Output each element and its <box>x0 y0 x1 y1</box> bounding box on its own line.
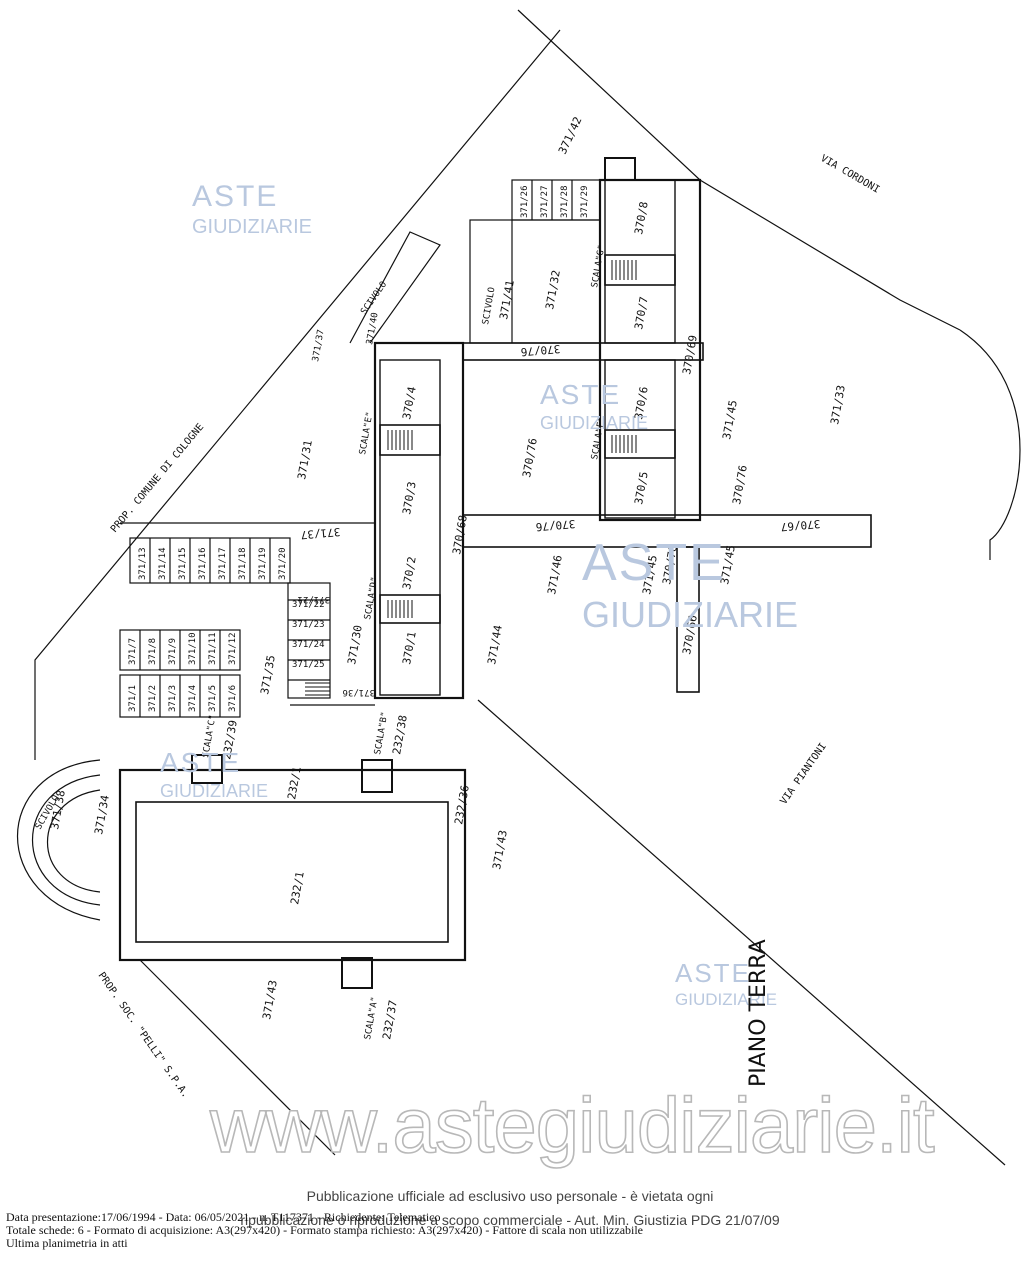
boundary-east <box>517 9 961 331</box>
building-370-1-4 <box>373 341 465 700</box>
parcel-label: 371/36 <box>342 687 375 697</box>
parcel-label: 370/2 <box>400 556 419 591</box>
parcel-label: 232/1 <box>288 871 307 906</box>
boundary-north <box>34 29 561 760</box>
parcel-label: 371/15 <box>178 547 188 580</box>
parcel-label: 371/35 <box>258 654 278 695</box>
parcel-label: 370/68 <box>450 514 470 555</box>
parcel-label: 371/17 <box>218 547 228 580</box>
parcel-label: 370/3 <box>400 481 419 516</box>
parcel-label: 371/23 <box>292 620 325 630</box>
parcel-label: 371/12 <box>228 632 238 665</box>
cadastral-footer: Data presentazione:17/06/1994 - Data: 06… <box>6 1211 643 1250</box>
parcel-label: 371/8 <box>148 638 158 665</box>
parcel-label: 371/27 <box>540 185 550 218</box>
parcel-label: 232/38 <box>390 714 410 755</box>
boundary-curve <box>959 329 1021 560</box>
parcel-label: 371/9 <box>168 638 178 665</box>
parcel-label: 370/7 <box>632 296 651 331</box>
watermark-site: www.astegiudiziarie.it <box>209 1080 935 1170</box>
parcel-label: 371/43 <box>260 979 280 1020</box>
parcel-label: 370/76 <box>535 517 576 533</box>
parcel-label: 371/3 <box>168 685 178 712</box>
parcel-label: 371/24 <box>292 640 325 650</box>
parcel-label: 371/37 <box>300 525 341 541</box>
footer-line-2: Totale schede: 6 - Formato di acquisizio… <box>6 1223 644 1237</box>
footer-line-1: Data presentazione:17/06/1994 - Data: 06… <box>6 1210 441 1224</box>
parcel-label: 371/1 <box>128 685 138 712</box>
parcel-label: 371/44 <box>485 624 505 666</box>
parcel-label: 371/41 <box>497 279 517 320</box>
parcel-label: 232/36 <box>452 784 472 825</box>
parcel-label: 371/29 <box>580 185 590 218</box>
parcel-label: 371/5 <box>208 685 218 712</box>
ramp-north: SCIVOLO <box>359 280 389 317</box>
curved-ramp <box>17 759 101 921</box>
parcel-label: 371/37 <box>311 329 326 363</box>
neighbour-soc-pelli: PROP. SOC. "PELLI" S.P.A. <box>96 970 191 1100</box>
parcel-label: 371/16 <box>198 547 208 580</box>
parcel-label: 371/33 <box>828 384 848 425</box>
parcel-label: 370/4 <box>400 385 419 420</box>
boundary-piantoni <box>477 699 1006 1166</box>
parcel-label: 371/6 <box>228 685 238 712</box>
parcel-label: 371/43 <box>490 829 510 870</box>
stair-e-label: SCALA"E" <box>358 411 375 455</box>
parcel-label: 371/31 <box>295 439 315 480</box>
footer-line-3: Ultima planimetria in atti <box>6 1236 128 1250</box>
parcel-label: 371/19 <box>258 547 268 580</box>
parcel-label: 371/11 <box>208 632 218 665</box>
parcel-label: 371/45 <box>720 399 740 440</box>
parcel-label: 370/76 <box>730 464 750 505</box>
stair-a-label: SCALA"A" <box>363 996 380 1040</box>
parcel-label: 371/26 <box>520 185 530 218</box>
parcel-label: 371/25 <box>292 660 325 670</box>
parcel-label: 371/46 <box>545 554 565 595</box>
parcel-label: 371/42 <box>556 115 585 157</box>
neighbour-comune: PROP. COMUNE DI COLOGNE <box>109 422 206 535</box>
road-via-cordoni: VIA CORDONI <box>819 153 882 196</box>
parcel-label: 371/10 <box>188 632 198 665</box>
parcel-label: 371/30 <box>345 624 365 665</box>
parcel-label: 232/1 <box>285 766 304 801</box>
parcel-label: 370/67 <box>780 517 821 533</box>
parcel-label: 232/37 <box>380 999 400 1040</box>
parcel-label: 371/18 <box>238 547 248 580</box>
boundary-south-west <box>139 959 336 1156</box>
road-via-piantoni: VIA PIANTONI <box>778 741 828 806</box>
publication-notice-2: ripubblicazione o riproduzione a scopo c… <box>240 1212 780 1228</box>
parcel-label: 371/34 <box>92 794 112 836</box>
parcel-label: 371/22 <box>292 600 325 610</box>
parcel-label: 371/2 <box>148 685 158 712</box>
parcel-label: 371/4 <box>188 685 198 712</box>
publication-notice-1: Pubblicazione ufficiale ad esclusivo uso… <box>306 1188 714 1204</box>
parcel-label: 371/7 <box>128 638 138 665</box>
parcel-label: 371/20 <box>278 547 288 580</box>
parcel-label: 370/6 <box>632 386 651 421</box>
building-232-1 <box>118 768 467 962</box>
parcel-label: 371/32 <box>543 269 563 310</box>
floor-title: PIANO TERRA <box>746 939 771 1087</box>
stair-d-label: SCALA"D" <box>363 576 380 620</box>
parcel-label: 371/14 <box>158 547 168 580</box>
parcel-label: 370/69 <box>680 334 700 375</box>
parcel-label: 370/5 <box>632 471 651 506</box>
stair-b-label: SCALA"B" <box>373 711 390 755</box>
parcel-label: 370/1 <box>400 631 419 666</box>
svg-text:PIANO TERRA: PIANO TERRA <box>746 939 771 1087</box>
parcel-label: 370/76 <box>520 342 561 358</box>
parcel-label: 371/21 <box>297 594 330 604</box>
parcel-label: 370/76 <box>520 437 540 478</box>
ramp-east: SCIVOLO <box>481 286 497 325</box>
parcel-label: 371/40 <box>365 312 380 346</box>
parcel-label: 370/8 <box>632 201 651 236</box>
parcel-label: 371/28 <box>560 185 570 218</box>
parcel-label: 371/13 <box>138 547 148 580</box>
